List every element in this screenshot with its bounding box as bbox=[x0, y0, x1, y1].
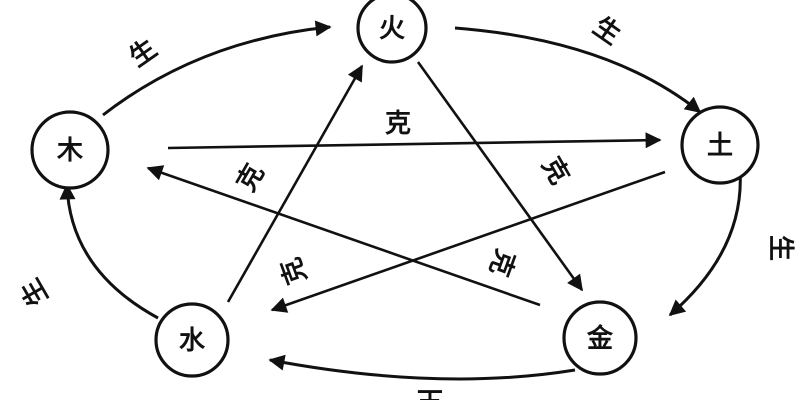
node-earth-label: 土 bbox=[707, 131, 733, 161]
generate-arc-fire-earth bbox=[454, 26, 702, 114]
node-metal: 金 bbox=[562, 300, 638, 376]
overcome-label-metal-wood: 克 bbox=[276, 253, 313, 288]
overcome-line-fire-metal bbox=[416, 61, 584, 292]
node-wood: 木 bbox=[30, 110, 110, 190]
overcome-label-water-fire: 克 bbox=[232, 159, 271, 197]
overcome-label-wood-earth: 克 bbox=[385, 109, 411, 139]
node-earth: 土 bbox=[680, 105, 760, 185]
overcome-line-wood-earth bbox=[167, 132, 662, 150]
generate-label-water-wood: 生 bbox=[16, 273, 55, 311]
node-water-label: 水 bbox=[179, 326, 206, 356]
overcome-label-earth-water: 克 bbox=[483, 245, 520, 280]
generate-label-fire-earth: 生 bbox=[587, 12, 626, 51]
generate-label-earth-metal: 生 bbox=[765, 235, 795, 261]
generate-label-wood-fire: 生 bbox=[124, 34, 163, 73]
overcome-line-metal-wood bbox=[146, 165, 541, 307]
node-fire: 火 bbox=[356, 0, 428, 64]
overcome-line-earth-water bbox=[270, 170, 666, 313]
generate-label-metal-water: 生 bbox=[417, 385, 443, 400]
generate-arc-wood-fire bbox=[102, 20, 332, 117]
generate-arc-earth-metal bbox=[668, 169, 742, 317]
generate-arc-water-wood bbox=[59, 183, 159, 320]
node-wood-label: 木 bbox=[56, 136, 83, 166]
node-fire-label: 火 bbox=[379, 14, 405, 44]
overcome-line-water-fire bbox=[226, 64, 364, 303]
generate-arc-metal-water bbox=[268, 354, 576, 381]
node-water: 水 bbox=[154, 302, 230, 378]
overcome-label-fire-metal: 克 bbox=[535, 152, 574, 190]
node-metal-label: 金 bbox=[586, 323, 614, 354]
